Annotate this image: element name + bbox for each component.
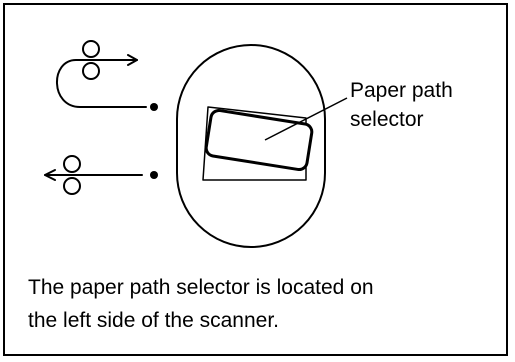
caption-line-2: the left side of the scanner. <box>28 309 279 332</box>
callout-line-2: selector <box>350 108 424 131</box>
u-turn-path-dot <box>150 103 158 111</box>
callout-line-1: Paper path <box>350 79 453 102</box>
figure-caption: The paper path selector is located on th… <box>28 271 498 337</box>
callout-leader-line <box>264 97 348 141</box>
u-turn-paper-path-icon <box>56 40 147 108</box>
scanner-side-panel <box>176 44 326 248</box>
caption-line-1: The paper path selector is located on <box>28 276 374 299</box>
straight-path-dot <box>150 171 158 179</box>
selector-lever-icon[interactable] <box>204 108 314 172</box>
straight-paper-path-icon <box>44 155 143 195</box>
paper-path-selector-label: Paper path selector <box>350 76 453 134</box>
selector-housing <box>202 106 307 181</box>
